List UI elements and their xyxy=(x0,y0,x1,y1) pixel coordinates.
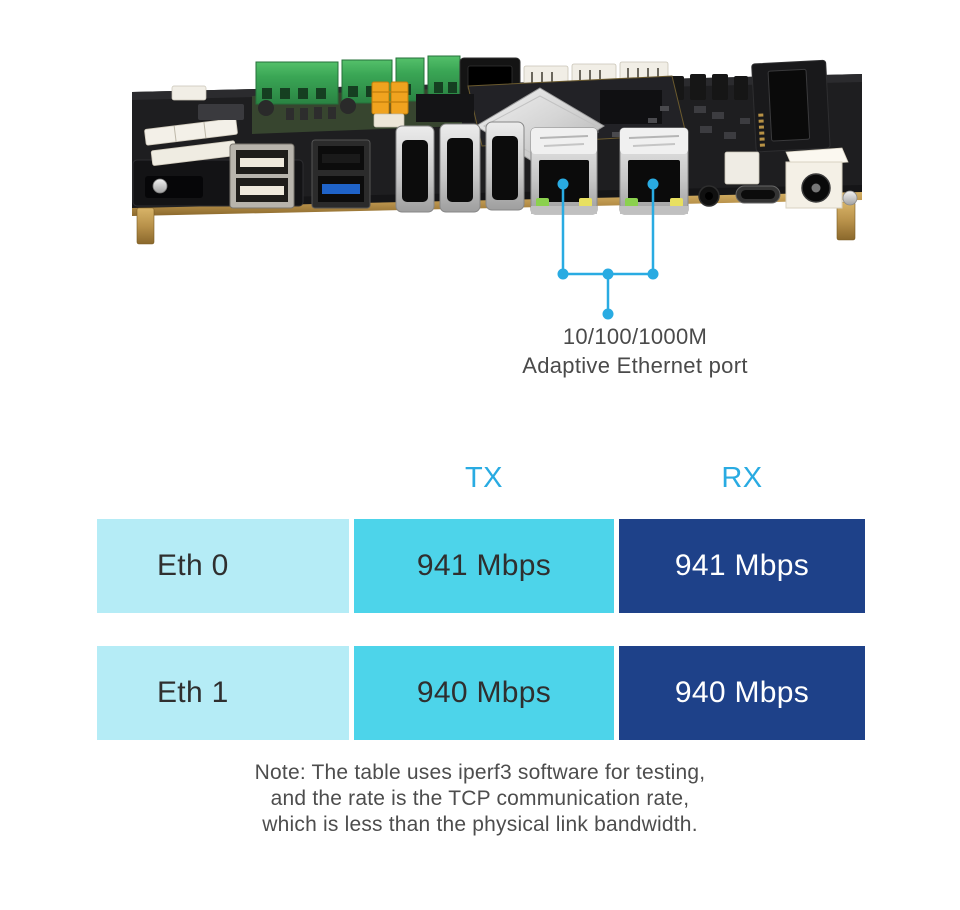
note-line1: Note: The table uses iperf3 software for… xyxy=(254,761,706,784)
dc-jack xyxy=(785,147,858,209)
usb-c-port xyxy=(735,185,781,204)
callout-lines xyxy=(557,178,659,320)
callout-label-line2: Adaptive Ethernet port xyxy=(522,353,748,378)
jumper-caps xyxy=(371,81,409,128)
note-text: Note: The table uses iperf3 software for… xyxy=(0,760,960,838)
usb2-ports xyxy=(229,143,295,209)
power-connector xyxy=(724,151,760,185)
usb3-port xyxy=(311,139,371,209)
eth1-label-cell: Eth 1 xyxy=(97,646,349,740)
eth1-rx-cell: 940 Mbps xyxy=(619,646,865,740)
callout-label-line1: 10/100/1000M xyxy=(562,324,708,349)
table-header-spacer xyxy=(97,456,349,500)
callout-label: 10/100/1000M Adaptive Ethernet port xyxy=(435,322,835,380)
eth0-tx-cell: 941 Mbps xyxy=(354,519,614,613)
microsd-slot xyxy=(198,104,244,120)
board-photo xyxy=(132,55,862,320)
table-header-rx: RX xyxy=(721,461,763,494)
pcie-slot xyxy=(751,59,831,153)
eth1-tx-cell: 940 Mbps xyxy=(354,646,614,740)
table-row-eth1: Eth 1 940 Mbps 940 Mbps xyxy=(97,646,865,740)
table-header-row: TX RX xyxy=(97,456,865,500)
eth0-rx-cell: 941 Mbps xyxy=(619,519,865,613)
note-line2: and the rate is the TCP communication ra… xyxy=(270,787,690,810)
hdmi-ports xyxy=(395,121,525,213)
fpc-connectors xyxy=(144,118,238,166)
small-connector xyxy=(171,85,207,101)
eth0-label-cell: Eth 0 xyxy=(97,519,349,613)
note-line3: which is less than the physical link ban… xyxy=(262,813,698,836)
audio-jack xyxy=(698,185,720,207)
table-header-tx: TX xyxy=(464,461,504,494)
table-row-eth0: Eth 0 941 Mbps 941 Mbps xyxy=(97,519,865,613)
